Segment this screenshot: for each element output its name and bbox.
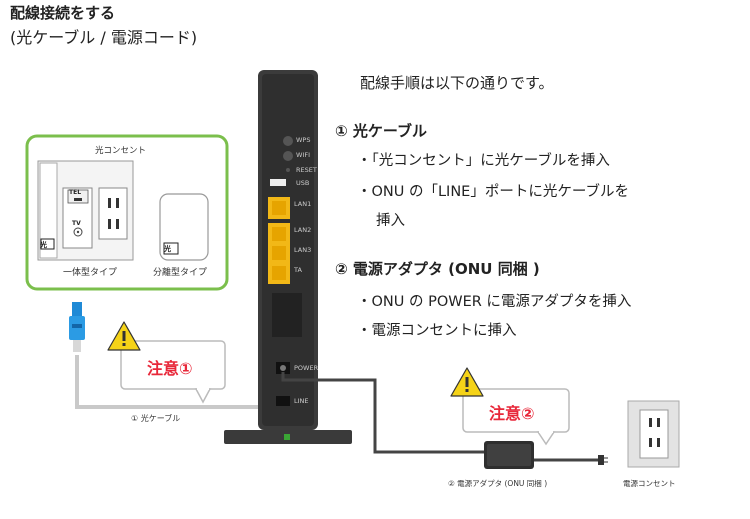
outlet-panel-title: 光コンセント [95, 146, 147, 156]
power-outlet-label: 電源コンセント [623, 479, 676, 488]
power-adapter [484, 441, 608, 469]
separate-type-label: 分離型タイプ [153, 268, 208, 278]
step1-heading: ① 光ケーブル [335, 122, 428, 140]
instructions-intro: 配線手順は以下の通りです。 [360, 74, 554, 92]
port-line: LINE [294, 397, 309, 405]
port-lan1: LAN1 [294, 200, 312, 208]
integrated-type-label: 一体型タイプ [63, 268, 118, 278]
fiber-cable-label: ① 光ケーブル [131, 414, 181, 423]
onu-device [224, 70, 352, 444]
integrated-outlet [37, 160, 134, 261]
step1-item-1: ・「光コンセント」に光ケーブルを挿入 [357, 153, 610, 169]
caution2-label: 注意② [489, 404, 535, 423]
step1-item-3: 挿入 [376, 213, 405, 229]
power-outlet [627, 400, 680, 468]
tel-label: TEL [69, 189, 82, 196]
separate-badge: 光 [164, 245, 171, 253]
port-power: POWER [294, 364, 319, 372]
port-ta: TA [294, 266, 302, 274]
page-subtitle: (光ケーブル / 電源コード) [10, 28, 198, 47]
adapter-label: ② 電源アダプタ (ONU 同梱 ) [448, 479, 548, 488]
step2-heading: ② 電源アダプタ (ONU 同梱 ) [335, 260, 540, 278]
caution1-label: 注意① [147, 359, 193, 378]
port-reset: RESET [296, 166, 317, 174]
port-usb: USB [296, 179, 310, 187]
port-lan3: LAN3 [294, 246, 312, 254]
step2-item-1: ・ONU の POWER に電源アダプタを挿入 [357, 294, 632, 310]
caution2-callout [450, 367, 570, 446]
tv-label: TV [72, 220, 81, 227]
fiber-connector [69, 302, 85, 352]
port-wifi: WIFI [296, 151, 310, 159]
port-wps: WPS [296, 136, 311, 144]
step2-item-2: ・電源コンセントに挿入 [357, 323, 517, 339]
page-title: 配線接続をする [10, 4, 116, 22]
caution1-callout [107, 321, 226, 404]
separate-outlet [159, 193, 209, 261]
integrated-badge: 光 [40, 241, 47, 249]
step1-item-2: ・ONU の「LINE」ポートに光ケーブルを [357, 184, 629, 200]
port-lan2: LAN2 [294, 226, 312, 234]
